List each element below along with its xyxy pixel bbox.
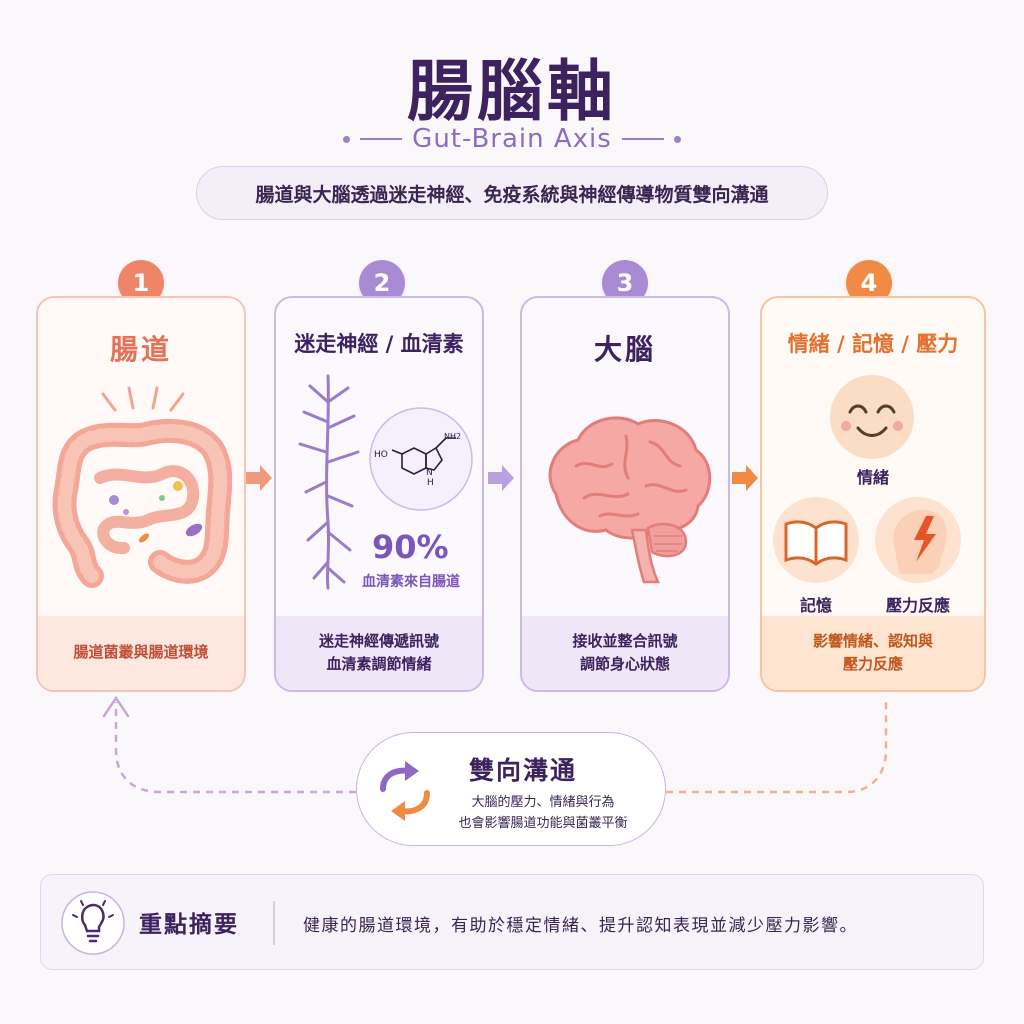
step-card-vagus: 迷走神經 / 血清素 NH2 HO N H 90% 血清素來自腸道 迷走神經傳遞… bbox=[274, 296, 484, 692]
molecule-label-nh2: NH2 bbox=[444, 432, 462, 441]
arrow-right-icon bbox=[246, 465, 272, 491]
subtitle-line-left bbox=[360, 138, 403, 140]
summary-text: 健康的腸道環境，有助於穩定情緒、提升認知表現並減少壓力影響。 bbox=[303, 916, 858, 936]
feedback-text-line1: 大腦的壓力、情緒與行為 bbox=[471, 795, 615, 810]
subtitle-dot-left bbox=[343, 135, 351, 143]
card-title-gut: 腸道 bbox=[109, 333, 172, 366]
smiley-face-icon bbox=[830, 375, 914, 459]
label-emotion: 情緒 bbox=[856, 468, 889, 487]
card-foot-brain: 接收並整合訊號 調節身心狀態 bbox=[522, 616, 728, 690]
summary-title: 重點摘要 bbox=[139, 912, 239, 938]
arrow-right-icon bbox=[732, 465, 758, 491]
serotonin-molecule-icon bbox=[369, 407, 473, 511]
molecule-label-n: N bbox=[426, 468, 433, 478]
bidirectional-communication-box: 雙向溝通 大腦的壓力、情緒與行為 也會影響腸道功能與菌叢平衡 bbox=[356, 732, 666, 846]
arrow-right-icon bbox=[488, 465, 514, 491]
label-stress: 壓力反應 bbox=[885, 596, 950, 615]
card-title-emotion: 情緒 / 記憶 / 壓力 bbox=[787, 332, 959, 356]
page-subtitle: Gut-Brain Axis bbox=[412, 124, 612, 154]
key-summary-box: 重點摘要 健康的腸道環境，有助於穩定情緒、提升認知表現並減少壓力影響。 bbox=[40, 874, 984, 970]
feedback-loop-lines bbox=[102, 695, 888, 794]
neuron-icon bbox=[298, 374, 360, 590]
intestine-icon bbox=[52, 418, 232, 588]
feedback-text: 大腦的壓力、情緒與行為 也會影響腸道功能與菌叢平衡 bbox=[439, 793, 647, 835]
lightbulb-icon bbox=[61, 891, 125, 955]
card-foot-vagus-line2: 血清素調節情緒 bbox=[326, 655, 432, 673]
serotonin-stat-label: 血清素來自腸道 bbox=[362, 574, 460, 590]
subtitle-line-right bbox=[621, 138, 664, 140]
summary-divider bbox=[273, 901, 275, 945]
card-foot-gut: 腸道菌叢與腸道環境 bbox=[38, 616, 244, 690]
card-title-brain: 大腦 bbox=[593, 333, 656, 366]
card-foot-vagus-line1: 迷走神經傳遞訊號 bbox=[318, 631, 439, 650]
open-book-icon bbox=[773, 497, 859, 583]
feedback-title: 雙向溝通 bbox=[469, 756, 578, 785]
sparkle-lines-icon bbox=[101, 386, 185, 412]
card-foot-brain-line1: 接收並整合訊號 bbox=[572, 631, 678, 650]
page-title: 腸腦軸 bbox=[407, 53, 617, 130]
label-memory: 記憶 bbox=[799, 596, 832, 615]
card-foot-emotion: 影響情緒、認知與 壓力反應 bbox=[762, 616, 984, 690]
subtitle-dot-right bbox=[673, 135, 681, 143]
step-card-emotion: 情緒 / 記憶 / 壓力 情緒 記憶 壓力反應 影響情緒、認知與 壓力反應 bbox=[760, 296, 986, 692]
card-foot-emotion-line1: 影響情緒、認知與 bbox=[812, 631, 933, 650]
card-foot-brain-line2: 調節身心狀態 bbox=[579, 655, 670, 673]
stress-head-icon bbox=[875, 497, 961, 583]
serotonin-stat-value: 90% bbox=[372, 528, 449, 566]
step-card-brain: 大腦 接收並整合訊號 調節身心狀態 bbox=[520, 296, 730, 692]
bidirectional-arrows-icon bbox=[380, 761, 430, 821]
card-title-vagus: 迷走神經 / 血清素 bbox=[294, 332, 464, 356]
molecule-label-ho: HO bbox=[374, 450, 388, 460]
card-foot-emotion-line2: 壓力反應 bbox=[842, 655, 903, 673]
step-card-gut: 腸道 腸道菌叢與腸道環境 bbox=[36, 296, 246, 692]
molecule-label-h: H bbox=[427, 478, 434, 488]
subtitle-row: Gut-Brain Axis bbox=[0, 124, 1024, 154]
feedback-text-line2: 也會影響腸道功能與菌叢平衡 bbox=[458, 815, 628, 831]
card-foot-vagus: 迷走神經傳遞訊號 血清素調節情緒 bbox=[276, 616, 482, 690]
brain-icon bbox=[548, 416, 712, 584]
tagline: 腸道與大腦透過迷走神經、免疫系統與神經傳導物質雙向溝通 bbox=[196, 166, 828, 220]
